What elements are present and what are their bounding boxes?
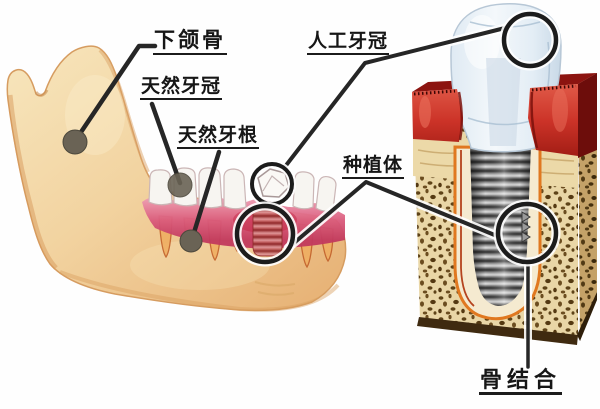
label-natural-root: 天然牙根 xyxy=(177,126,260,149)
implant-screw-left xyxy=(252,208,283,257)
label-mandible: 下颌骨 xyxy=(153,29,227,56)
cortical-texture xyxy=(417,149,575,175)
marker-dots xyxy=(62,129,203,253)
marker-dot-mandible xyxy=(62,129,88,155)
label-osseointegration: 骨结合 xyxy=(479,368,563,396)
gum-tissue-right-block xyxy=(412,84,578,156)
gum-stitch-texture xyxy=(413,84,577,96)
callout-line-artificial-crown xyxy=(282,26,507,170)
callout-lines xyxy=(72,23,532,371)
label-artificial-crown: 人工牙冠 xyxy=(307,32,390,55)
ligament-line xyxy=(460,150,475,307)
circle-osseointegration xyxy=(495,201,559,265)
thread-profile xyxy=(521,211,531,243)
callout-line-natural-root xyxy=(189,149,222,242)
label-implant: 种植体 xyxy=(342,156,405,179)
circle-left-implant xyxy=(234,203,296,265)
circle-crown-top xyxy=(501,11,559,69)
callout-line-implant xyxy=(286,180,499,250)
gum-inner-edges xyxy=(457,91,539,149)
crown-facets xyxy=(262,175,285,192)
block-bottom-corner xyxy=(577,292,597,341)
annotation-circles xyxy=(232,9,561,267)
callout-line-mandible xyxy=(72,43,158,144)
marker-dot-natural-crown xyxy=(167,172,193,198)
block-side-gum xyxy=(578,73,597,158)
callout-line-natural-crown xyxy=(149,101,183,186)
label-natural-crown: 天然牙冠 xyxy=(140,77,223,100)
crown-abutment-shadow xyxy=(486,58,521,146)
marker-dot-natural-root xyxy=(179,229,203,253)
block-bottom-edge xyxy=(417,317,578,345)
